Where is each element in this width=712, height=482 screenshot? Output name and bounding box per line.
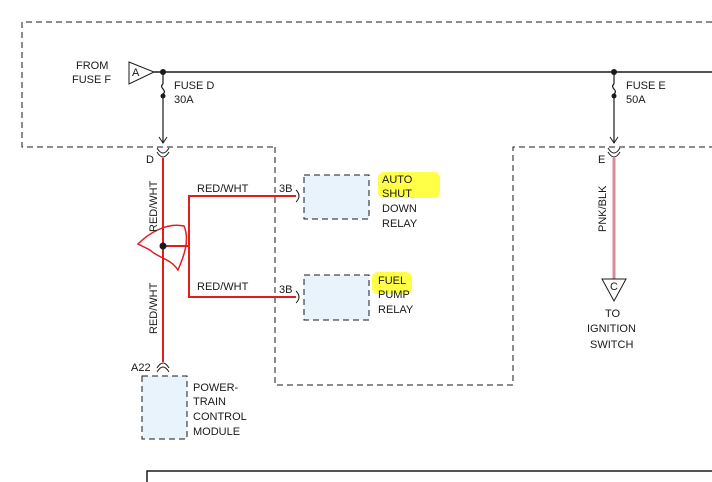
fuel-pin-label: 3B <box>279 284 292 296</box>
fuel-highlight <box>372 272 412 294</box>
fuel-line1: FUEL <box>378 275 406 287</box>
ignition-connector-c <box>601 278 627 303</box>
pin-a22-label: A22 <box>131 362 151 374</box>
fuel-line2: PUMP <box>378 289 410 301</box>
pcm-line2: TRAIN <box>193 396 226 408</box>
asd-line2: SHUT <box>382 188 412 200</box>
wire-label-main-lower: RED/WHT <box>148 282 160 334</box>
fuse-d-rating: 30A <box>174 94 194 106</box>
wire-label-to-ignition: PNK/BLK <box>597 185 609 232</box>
connector-e <box>607 147 621 158</box>
wire-label-to-asd: RED/WHT <box>197 183 249 195</box>
connector-d <box>156 147 170 158</box>
ignition-label-line1: TO <box>605 308 621 320</box>
asd-line3: DOWN <box>382 203 417 215</box>
source-label-line1: FROM <box>76 60 108 72</box>
source-label-line2: FUSE F <box>72 74 111 86</box>
ignition-label-line2: IGNITION <box>587 323 636 335</box>
fuse-box-outline <box>21 21 712 386</box>
pcm-line4: MODULE <box>193 426 240 438</box>
fuse-e <box>609 72 619 144</box>
wire-to-fuel <box>163 245 296 298</box>
wire-to-asd <box>163 195 296 247</box>
fuse-e-name: FUSE E <box>626 80 666 92</box>
splice-junction <box>159 242 167 250</box>
asd-relay-box <box>303 174 370 220</box>
ignition-label-line3: SWITCH <box>590 339 633 351</box>
wire-label-main-upper: RED/WHT <box>148 180 160 232</box>
pcm-box <box>141 375 188 440</box>
asd-line4: RELAY <box>382 218 418 230</box>
bottom-panel-edge <box>146 470 712 482</box>
source-connector-label: A <box>132 67 140 79</box>
fuse-d-name: FUSE D <box>174 80 214 92</box>
asd-highlight <box>378 172 440 198</box>
ignition-connector-label: C <box>610 281 618 293</box>
pin-d-label: D <box>146 154 154 166</box>
fuel-line3: RELAY <box>378 304 414 316</box>
wire-label-to-fuel: RED/WHT <box>197 281 249 293</box>
fuse-d <box>158 72 168 144</box>
fuel-terminal <box>295 290 300 304</box>
asd-pin-label: 3B <box>279 183 292 195</box>
annotation-circle <box>136 224 188 272</box>
asd-terminal <box>295 189 300 203</box>
pin-e-label: E <box>598 154 605 166</box>
pcm-line1: POWER- <box>193 382 239 394</box>
fuel-relay-box <box>303 274 370 321</box>
fuse-e-rating: 50A <box>626 94 646 106</box>
asd-line1: AUTO <box>382 174 413 186</box>
pcm-line3: CONTROL <box>193 411 247 423</box>
connector-a22 <box>156 362 170 373</box>
source-connector-a <box>128 61 156 85</box>
